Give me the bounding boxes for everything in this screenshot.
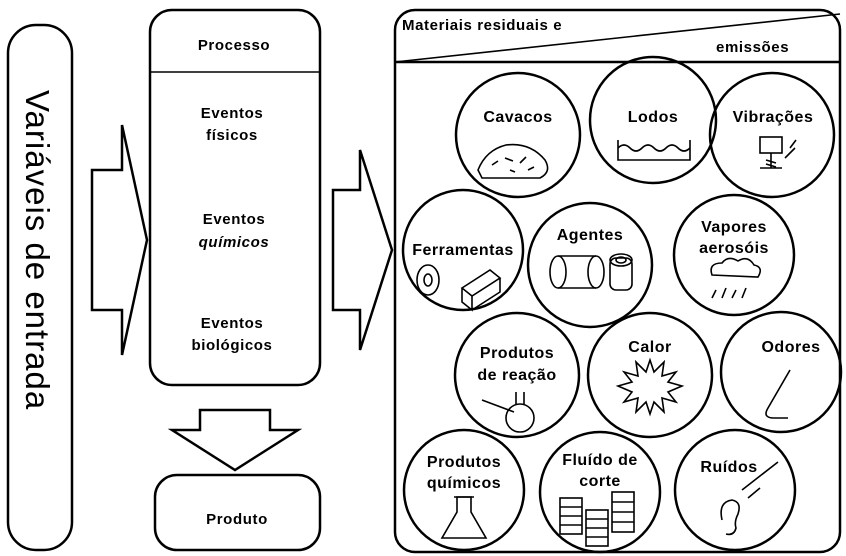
input-arrow <box>90 124 149 356</box>
output-produtos-reacao: Produtos de reação <box>453 311 581 439</box>
output-agentes: Agentes <box>526 201 654 329</box>
event-chemical-line2: químicos <box>199 234 270 251</box>
svg-text:Lodos: Lodos <box>628 109 679 126</box>
output-fluido-corte: Fluído de corte <box>538 430 662 554</box>
event-physical-line1: Eventos <box>201 105 264 122</box>
process-title: Processo <box>198 37 270 54</box>
product-label: Produto <box>206 511 268 528</box>
svg-text:Ruídos: Ruídos <box>700 459 757 476</box>
svg-text:aerosóis: aerosóis <box>699 240 769 257</box>
svg-text:Odores: Odores <box>761 339 820 356</box>
event-biological-line2: biológicos <box>192 337 273 354</box>
outputs-header-line1: Materiais residuais e <box>402 17 562 34</box>
svg-text:corte: corte <box>579 473 621 490</box>
output-calor: Calor <box>586 311 714 439</box>
output-odores: Odores <box>719 310 843 434</box>
event-physical-line2: físicos <box>206 127 258 144</box>
input-label: Variáveis de entrada <box>19 90 56 410</box>
output-ferramentas: Ferramentas <box>401 188 525 312</box>
svg-text:Fluído de: Fluído de <box>562 452 638 469</box>
event-chemical-line1: Eventos <box>203 211 266 228</box>
output-produtos-quimicos: Produtos químicos <box>402 428 526 552</box>
input-box <box>6 23 74 552</box>
svg-text:Calor: Calor <box>628 339 671 356</box>
svg-text:químicos: químicos <box>427 475 501 492</box>
outputs-header-diagonal <box>394 13 841 63</box>
process-box <box>148 8 322 387</box>
output-vibracoes: Vibrações <box>708 71 836 199</box>
svg-text:Cavacos: Cavacos <box>483 109 552 126</box>
svg-text:Produtos: Produtos <box>480 345 554 362</box>
event-biological-line1: Eventos <box>201 315 264 332</box>
svg-text:Vibrações: Vibrações <box>733 109 814 126</box>
svg-text:de reação: de reação <box>477 367 556 384</box>
output-ruidos: Ruídos <box>673 428 797 552</box>
product-arrow <box>167 408 303 472</box>
svg-text:Vapores: Vapores <box>701 219 767 236</box>
output-arrow <box>331 149 394 351</box>
outputs-header-line2: emissões <box>716 39 789 56</box>
output-lodos: Lodos <box>588 55 718 185</box>
product-box <box>153 473 322 552</box>
outputs-box <box>393 8 842 554</box>
output-vapores: Vapores aerosóis <box>672 193 796 317</box>
svg-text:Produtos: Produtos <box>427 454 501 471</box>
svg-text:Agentes: Agentes <box>557 227 624 244</box>
svg-text:Ferramentas: Ferramentas <box>412 242 514 259</box>
output-cavacos: Cavacos <box>454 71 582 199</box>
